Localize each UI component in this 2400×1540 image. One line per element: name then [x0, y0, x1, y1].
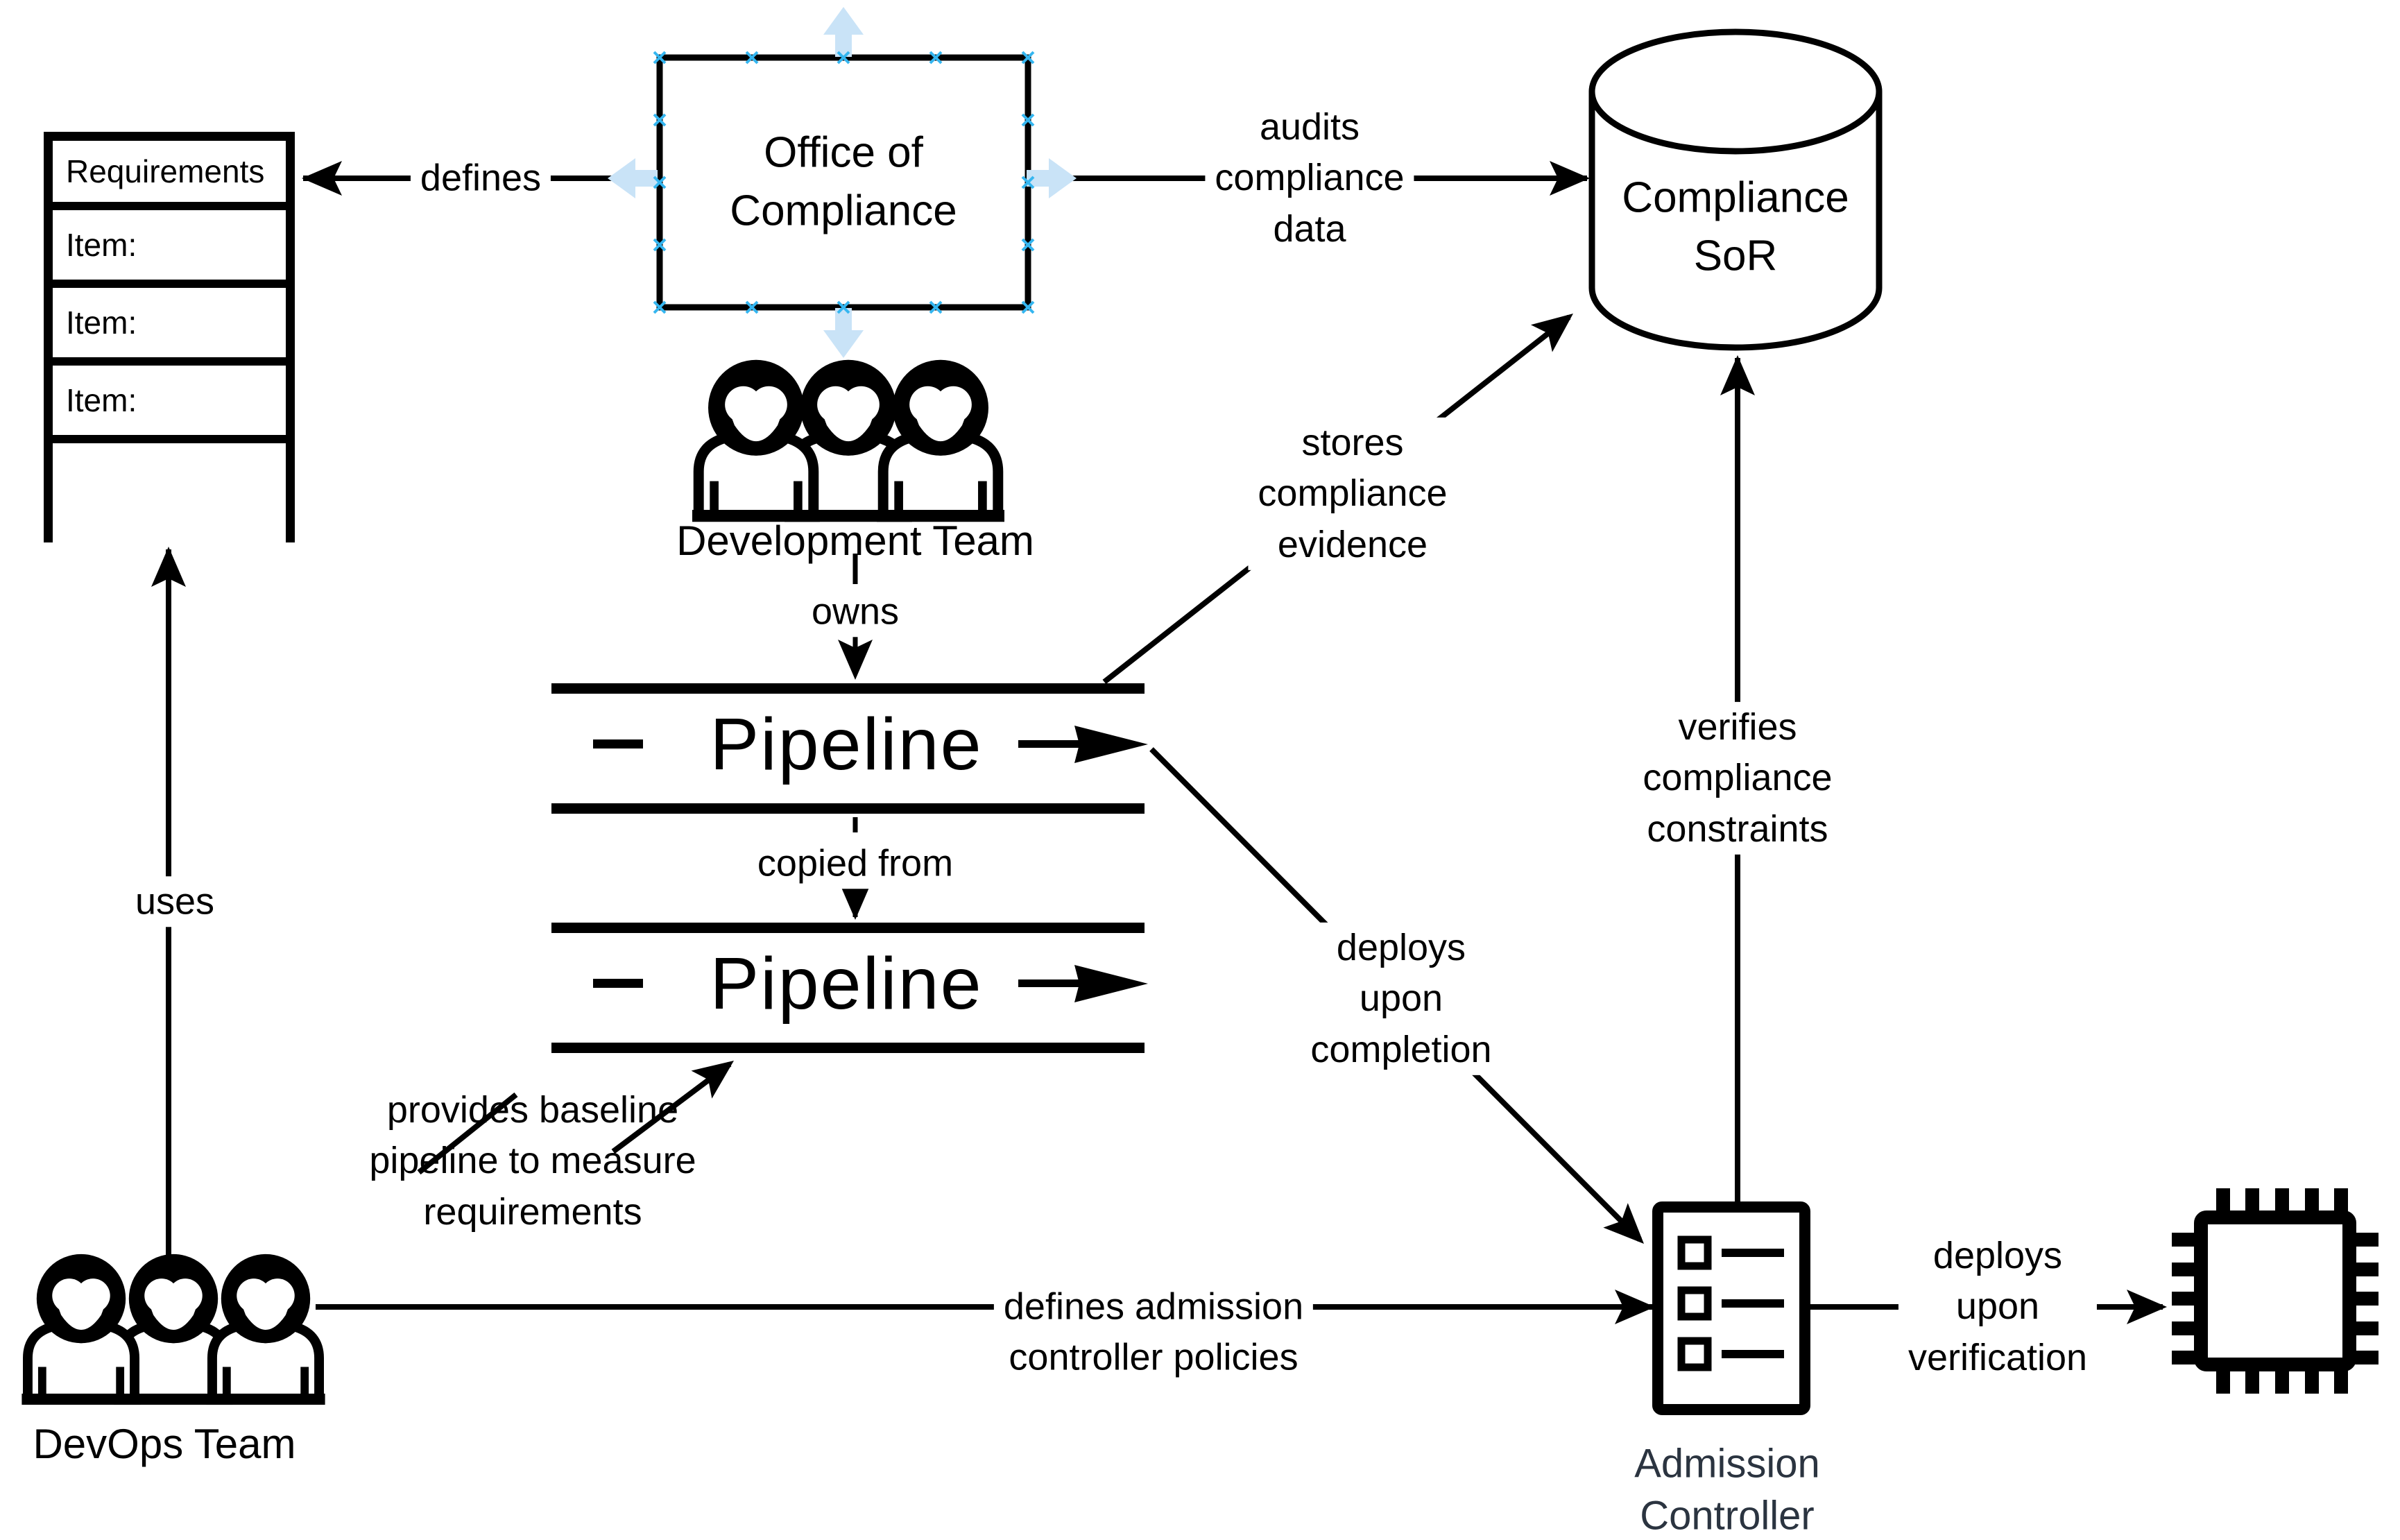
- edge-label-uses[interactable]: uses: [125, 876, 225, 927]
- admission-controller-label[interactable]: Admission Controller: [1634, 1441, 1820, 1539]
- development-team-node[interactable]: [692, 360, 1004, 522]
- devops-team-label[interactable]: DevOps Team: [33, 1421, 296, 1468]
- edge-label-owns[interactable]: owns: [801, 586, 909, 638]
- requirements-list-shelf[interactable]: [44, 132, 295, 542]
- compliance-sor-node[interactable]: [1588, 28, 1883, 351]
- pipeline-bottom-node[interactable]: [551, 923, 1148, 1053]
- development-team-label[interactable]: Development Team: [676, 517, 1034, 565]
- pipeline-arrow-icon: [1074, 726, 1148, 763]
- team-member-icon: [206, 1254, 325, 1405]
- handle-x-icon: [653, 51, 1035, 314]
- requirements-item: Item:: [66, 227, 137, 263]
- deployment-chip-node[interactable]: [2172, 1188, 2378, 1394]
- edge-label-deploys-verification[interactable]: deploys upon verification: [1898, 1230, 2098, 1384]
- edge-label-audits[interactable]: audits compliance data: [1205, 101, 1414, 255]
- pipeline-bottom-label[interactable]: Pipeline: [710, 942, 983, 1025]
- chip-icon: [2172, 1188, 2378, 1394]
- edge-label-deploys-completion[interactable]: deploys upon completion: [1301, 922, 1502, 1076]
- pipeline-top-label[interactable]: Pipeline: [710, 703, 983, 785]
- edge-label-copied-from[interactable]: copied from: [747, 838, 963, 889]
- edge-label-provides-baseline[interactable]: provides baseline pipeline to measure re…: [369, 1088, 696, 1233]
- edge-copied-from[interactable]: [838, 817, 873, 920]
- edge-label-stores-evidence[interactable]: stores compliance evidence: [1248, 417, 1457, 571]
- hover-arrow-right-icon: [1027, 158, 1077, 198]
- pipeline-top-node[interactable]: [551, 683, 1148, 814]
- edge-label-defines[interactable]: defines: [410, 153, 551, 204]
- hover-direction-arrows[interactable]: [608, 7, 1077, 358]
- hover-arrow-down-icon: [823, 308, 864, 358]
- edge-provides-baseline[interactable]: [417, 1046, 744, 1175]
- pipeline-arrow-icon: [1074, 965, 1148, 1002]
- team-member-icon: [22, 1254, 140, 1405]
- office-of-compliance-label[interactable]: Office of Compliance: [730, 128, 957, 235]
- edge-label-verifies-constraints[interactable]: verifies compliance constraints: [1633, 701, 1842, 855]
- hover-arrow-left-icon: [608, 158, 658, 198]
- edge-label-defines-admission[interactable]: defines admission controller policies: [993, 1281, 1314, 1384]
- hover-arrow-up-icon: [823, 7, 864, 57]
- requirements-header: Requirements: [66, 153, 265, 189]
- edge-defines-admission[interactable]: [316, 1290, 1655, 1324]
- requirements-item: Item:: [66, 305, 137, 341]
- admission-controller-node[interactable]: [1652, 1201, 1810, 1415]
- devops-team-node[interactable]: [22, 1254, 325, 1405]
- requirements-item: Item:: [66, 382, 137, 418]
- database-cylinder-icon: [1588, 92, 1883, 351]
- team-member-icon: [877, 360, 1004, 522]
- compliance-sor-label[interactable]: Compliance SoR: [1622, 173, 1849, 280]
- edge-owns[interactable]: [838, 554, 873, 680]
- team-member-icon: [692, 360, 820, 522]
- selection-handles[interactable]: [653, 51, 1035, 314]
